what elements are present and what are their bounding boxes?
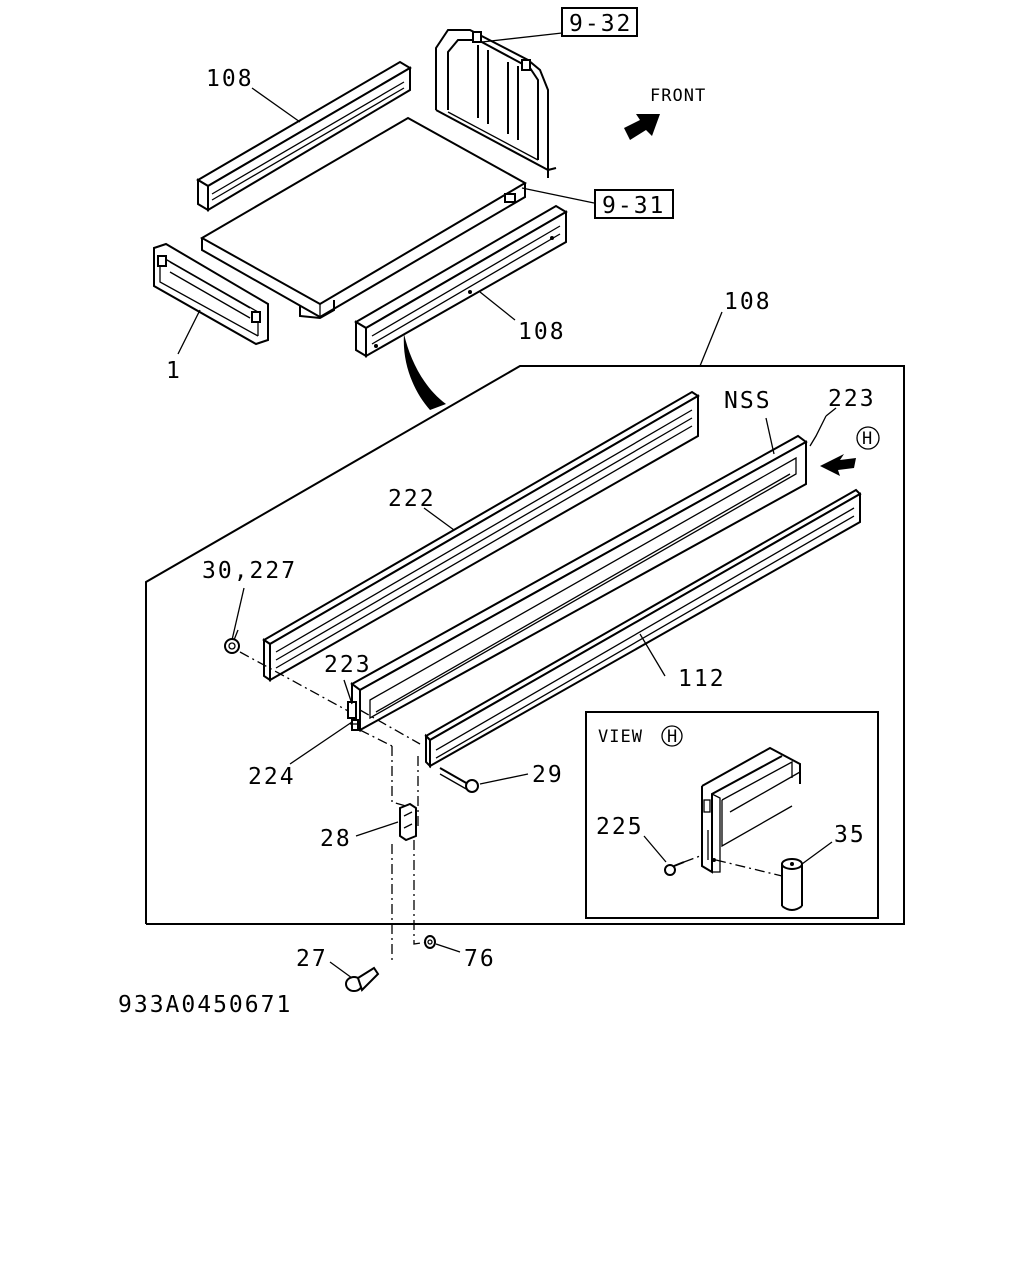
drawing-id: 933A0450671 bbox=[118, 992, 292, 1018]
nut-30-227 bbox=[224, 629, 240, 654]
label-223-top: 223 bbox=[828, 386, 876, 412]
headboard bbox=[435, 29, 557, 203]
bracket-28 bbox=[399, 802, 417, 842]
ref-9-32: 9-32 bbox=[569, 11, 632, 37]
detail-frame bbox=[145, 311, 905, 925]
ref-box-9-31 bbox=[594, 189, 674, 219]
washer-76 bbox=[424, 935, 436, 949]
hook-223-bottom bbox=[347, 701, 357, 719]
label-225: 225 bbox=[596, 814, 644, 840]
label-nss: NSS bbox=[724, 388, 772, 414]
label-30-227: 30,227 bbox=[202, 558, 297, 584]
view-inset-h-marker bbox=[661, 725, 683, 747]
ref-9-31: 9-31 bbox=[602, 193, 665, 219]
label-1: 1 bbox=[166, 358, 182, 384]
label-222: 222 bbox=[388, 486, 436, 512]
ref-box-9-32 bbox=[561, 7, 638, 37]
screw-29 bbox=[439, 767, 479, 793]
view-h-inset: VIEW H 225 35 bbox=[585, 711, 879, 919]
label-108-top-right: 108 bbox=[518, 319, 566, 345]
side-gate-left bbox=[196, 60, 412, 212]
detail-pointer-arrow bbox=[403, 334, 446, 410]
view-inset-h-letter: H bbox=[667, 727, 678, 747]
label-108-callout: 108 bbox=[724, 289, 772, 315]
label-28: 28 bbox=[320, 826, 352, 852]
label-112: 112 bbox=[678, 666, 726, 692]
floor-panel bbox=[199, 116, 528, 320]
label-223-bottom: 223 bbox=[324, 652, 372, 678]
label-27: 27 bbox=[296, 946, 328, 972]
view-h-letter: H bbox=[862, 429, 873, 449]
bolt-27 bbox=[345, 966, 380, 992]
label-29: 29 bbox=[532, 762, 564, 788]
label-108-top-left: 108 bbox=[206, 66, 254, 92]
view-h-marker bbox=[856, 426, 880, 450]
nss-gate-frame bbox=[350, 434, 808, 732]
front-label: FRONT bbox=[650, 86, 706, 106]
hook-223-top bbox=[809, 415, 827, 447]
side-gate-right bbox=[354, 204, 568, 358]
view-title: VIEW bbox=[598, 727, 643, 747]
label-76: 76 bbox=[464, 946, 496, 972]
front-arrow-icon bbox=[624, 114, 660, 140]
tail-gate bbox=[153, 242, 269, 346]
pin-224 bbox=[350, 719, 360, 731]
rail-112 bbox=[424, 488, 862, 769]
rail-222 bbox=[262, 390, 700, 682]
view-h-arrow-icon bbox=[820, 454, 856, 476]
label-224: 224 bbox=[248, 764, 296, 790]
label-35: 35 bbox=[834, 822, 866, 848]
exploded-assembly bbox=[153, 29, 660, 410]
